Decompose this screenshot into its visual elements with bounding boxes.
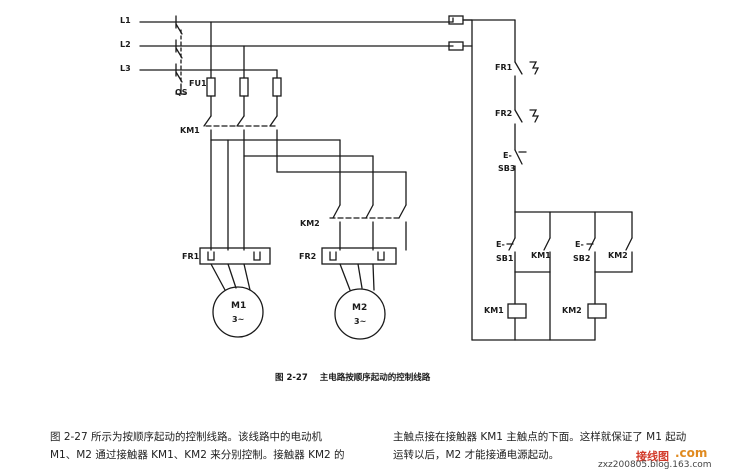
label-sb1-mark: E-	[496, 240, 505, 249]
paragraph-left-line-1: 图 2-27 所示为按顺序起动的控制线路。该线路中的电动机	[50, 431, 323, 443]
km1-aux-contact	[543, 237, 551, 251]
paragraph-right-line-1: 主触点接在接触器 KM1 主触点的下面。这样就保证了 M1 起动	[393, 431, 687, 443]
watermark-domain: .com	[675, 446, 708, 460]
label-l1: L1	[120, 16, 131, 25]
label-km1-aux: KM1	[531, 251, 551, 260]
sb3-stop-button	[514, 149, 527, 165]
km1-main-contacts	[203, 115, 278, 127]
motor-m1	[212, 286, 264, 338]
label-fr2-main: FR2	[299, 252, 317, 261]
paragraph-left: 图 2-27 所示为按顺序起动的控制线路。该线路中的电动机 M1、M2 通过接触…	[50, 428, 345, 464]
fr1-thermal-relay	[199, 247, 271, 265]
label-m1-phase: 3~	[232, 315, 245, 324]
figure-number: 图 2-27	[275, 373, 308, 383]
fr2-thermal-relay	[321, 247, 397, 265]
motor-m2	[334, 288, 386, 340]
fr1-nc-contact	[514, 61, 540, 75]
sb2-start-button	[586, 237, 596, 251]
km2-coil	[587, 303, 607, 319]
label-sb3: SB3	[498, 164, 516, 173]
fu1-fuses	[206, 77, 282, 97]
label-km1-coil: KM1	[484, 306, 504, 315]
paragraph-left-line-2: M1、M2 通过接触器 KM1、KM2 来分别控制。接触器 KM2 的	[50, 449, 345, 461]
watermark-brand: 接线图	[636, 450, 669, 463]
label-m1-name: M1	[231, 301, 247, 311]
sb1-start-button	[506, 237, 516, 251]
paragraph-right-line-2: 运转以后，M2 才能接通电源起动。	[393, 449, 560, 461]
watermark-url: zxz200805.blog.163.com	[598, 460, 712, 470]
label-fu1: FU1	[189, 79, 207, 88]
label-fr1-main: FR1	[182, 252, 200, 261]
label-sb1: SB1	[496, 254, 514, 263]
figure-title: 主电路按顺序起动的控制线路	[319, 373, 431, 383]
label-sb3-mark: E-	[503, 151, 512, 160]
label-sb2-mark: E-	[575, 240, 584, 249]
label-km2-coil: KM2	[562, 306, 582, 315]
label-sb2: SB2	[573, 254, 591, 263]
label-km2-aux: KM2	[608, 251, 628, 260]
fr2-nc-contact	[514, 109, 540, 123]
label-m2-phase: 3~	[354, 317, 367, 326]
label-km2-main: KM2	[300, 219, 320, 228]
label-l3: L3	[120, 64, 131, 73]
control-fuse-1	[448, 15, 464, 25]
label-m2-name: M2	[352, 303, 368, 313]
label-l2: L2	[120, 40, 131, 49]
label-qs: QS	[175, 88, 188, 97]
figure-caption: 图 2-27 主电路按顺序起动的控制线路	[275, 371, 442, 383]
label-fr1-ctrl: FR1	[495, 63, 513, 72]
km2-main-contacts	[329, 204, 407, 219]
paragraph-right: 主触点接在接触器 KM1 主触点的下面。这样就保证了 M1 起动 运转以后，M2…	[393, 428, 686, 464]
label-km1-main: KM1	[180, 126, 200, 135]
label-fr2-ctrl: FR2	[495, 109, 513, 118]
km2-aux-contact	[625, 237, 633, 251]
km1-coil	[507, 303, 527, 319]
